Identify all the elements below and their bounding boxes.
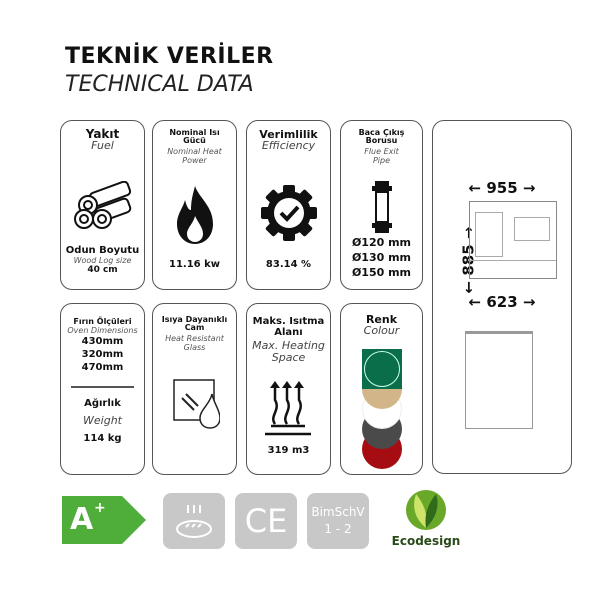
- depth-dimension: ← 623 →: [468, 293, 536, 311]
- card-colour: Renk Colour: [340, 303, 423, 475]
- energy-class: A: [70, 502, 94, 537]
- depth-value: 623: [486, 293, 518, 311]
- oven-dimension: 320mm: [81, 349, 124, 360]
- flame-icon: [153, 186, 236, 244]
- ecodesign-label: Ecodesign: [391, 534, 461, 548]
- heating-label: Maks. Isıtma Alanı: [252, 316, 325, 338]
- swatch-green[interactable]: [362, 349, 402, 389]
- weight-value: 114 kg: [83, 433, 122, 444]
- power-label-en: Nominal Heat Power: [167, 147, 222, 165]
- pipe-icon: [341, 181, 422, 233]
- card-power: Nominal Isı Gücü Nominal Heat Power 11.1…: [152, 120, 237, 290]
- glass-label: Isıya Dayanıklı Cam: [161, 315, 228, 332]
- card-oven: Fırın Ölçüleri Oven Dimensions 430mm 320…: [60, 303, 145, 475]
- heating-label-en: Max. Heating Space: [252, 339, 325, 364]
- oven-dimension: 430mm: [81, 336, 124, 347]
- flue-size: Ø120 mm: [351, 236, 412, 249]
- bread-icon: [176, 505, 212, 538]
- fuel-label: Yakıt: [85, 127, 120, 141]
- card-heating: Maks. Isıtma Alanı Max. Heating Space 31…: [246, 303, 331, 475]
- stove-front-drawing: [469, 201, 557, 279]
- card-dimensions: ← 955 → ← 885 → ← 623 →: [432, 120, 572, 474]
- oven-label-en: Oven Dimensions: [67, 326, 138, 335]
- flue-label-en: Flue Exit Pipe: [364, 147, 399, 165]
- energy-class-badge: A +: [62, 496, 146, 544]
- flue-size: Ø130 mm: [351, 251, 412, 264]
- title-en: TECHNICAL DATA: [65, 72, 254, 97]
- baking-oven-badge: [163, 493, 225, 549]
- heat-waves-icon: [247, 378, 330, 436]
- log-size-label: Odun Boyutu: [65, 245, 140, 256]
- weight-label-en: Weight: [83, 414, 122, 427]
- glass-drop-icon: [153, 378, 236, 430]
- efficiency-label-en: Efficiency: [261, 139, 316, 152]
- weight-label: Ağırlık: [84, 398, 121, 409]
- card-efficiency: Verimlilik Efficiency 83.14 %: [246, 120, 331, 290]
- width-value: 955: [486, 179, 518, 197]
- glass-label-en: Heat Resistant Glass: [165, 334, 224, 352]
- ce-badge: CE: [235, 493, 297, 549]
- ce-mark: CE: [244, 502, 288, 540]
- bimschv-level: 1 - 2: [324, 522, 352, 536]
- gear-check-icon: [247, 183, 330, 243]
- card-fuel: Yakıt Fuel Odun Boyutu Wood Log size 40 …: [60, 120, 145, 290]
- bimschv-label: BimSchV: [311, 505, 365, 519]
- divider: [71, 386, 134, 388]
- power-label: Nominal Isı Gücü: [169, 128, 220, 145]
- title-tr: TEKNİK VERİLER: [65, 44, 274, 69]
- card-glass: Isıya Dayanıklı Cam Heat Resistant Glass: [152, 303, 237, 475]
- stove-side-drawing: [465, 331, 533, 429]
- power-value: 11.16 kw: [168, 259, 220, 270]
- card-flue: Baca Çıkış Borusu Flue Exit Pipe Ø120 mm…: [340, 120, 423, 290]
- log-size-value: 40 cm: [87, 265, 118, 275]
- log-size-label-en: Wood Log size: [73, 256, 132, 265]
- efficiency-value: 83.14 %: [265, 259, 312, 270]
- width-dimension: ← 955 →: [468, 179, 536, 197]
- bimschv-badge: BimSchV 1 - 2: [307, 493, 369, 549]
- flue-label: Baca Çıkış Borusu: [358, 128, 405, 145]
- leaf-icon: [406, 490, 446, 530]
- ecodesign-logo: Ecodesign: [376, 488, 476, 552]
- wood-logs-icon: [61, 181, 144, 231]
- energy-class-plus: +: [94, 500, 106, 516]
- colour-swatches: [362, 349, 402, 469]
- efficiency-label: Verimlilik: [259, 128, 318, 141]
- oven-label: Fırın Ölçüleri: [73, 317, 132, 326]
- colour-label-en: Colour: [363, 324, 400, 337]
- oven-dimension: 470mm: [81, 362, 124, 373]
- heating-value: 319 m3: [267, 445, 310, 456]
- flue-size: Ø150 mm: [351, 266, 412, 279]
- fuel-label-en: Fuel: [91, 139, 114, 152]
- colour-label: Renk: [365, 313, 398, 326]
